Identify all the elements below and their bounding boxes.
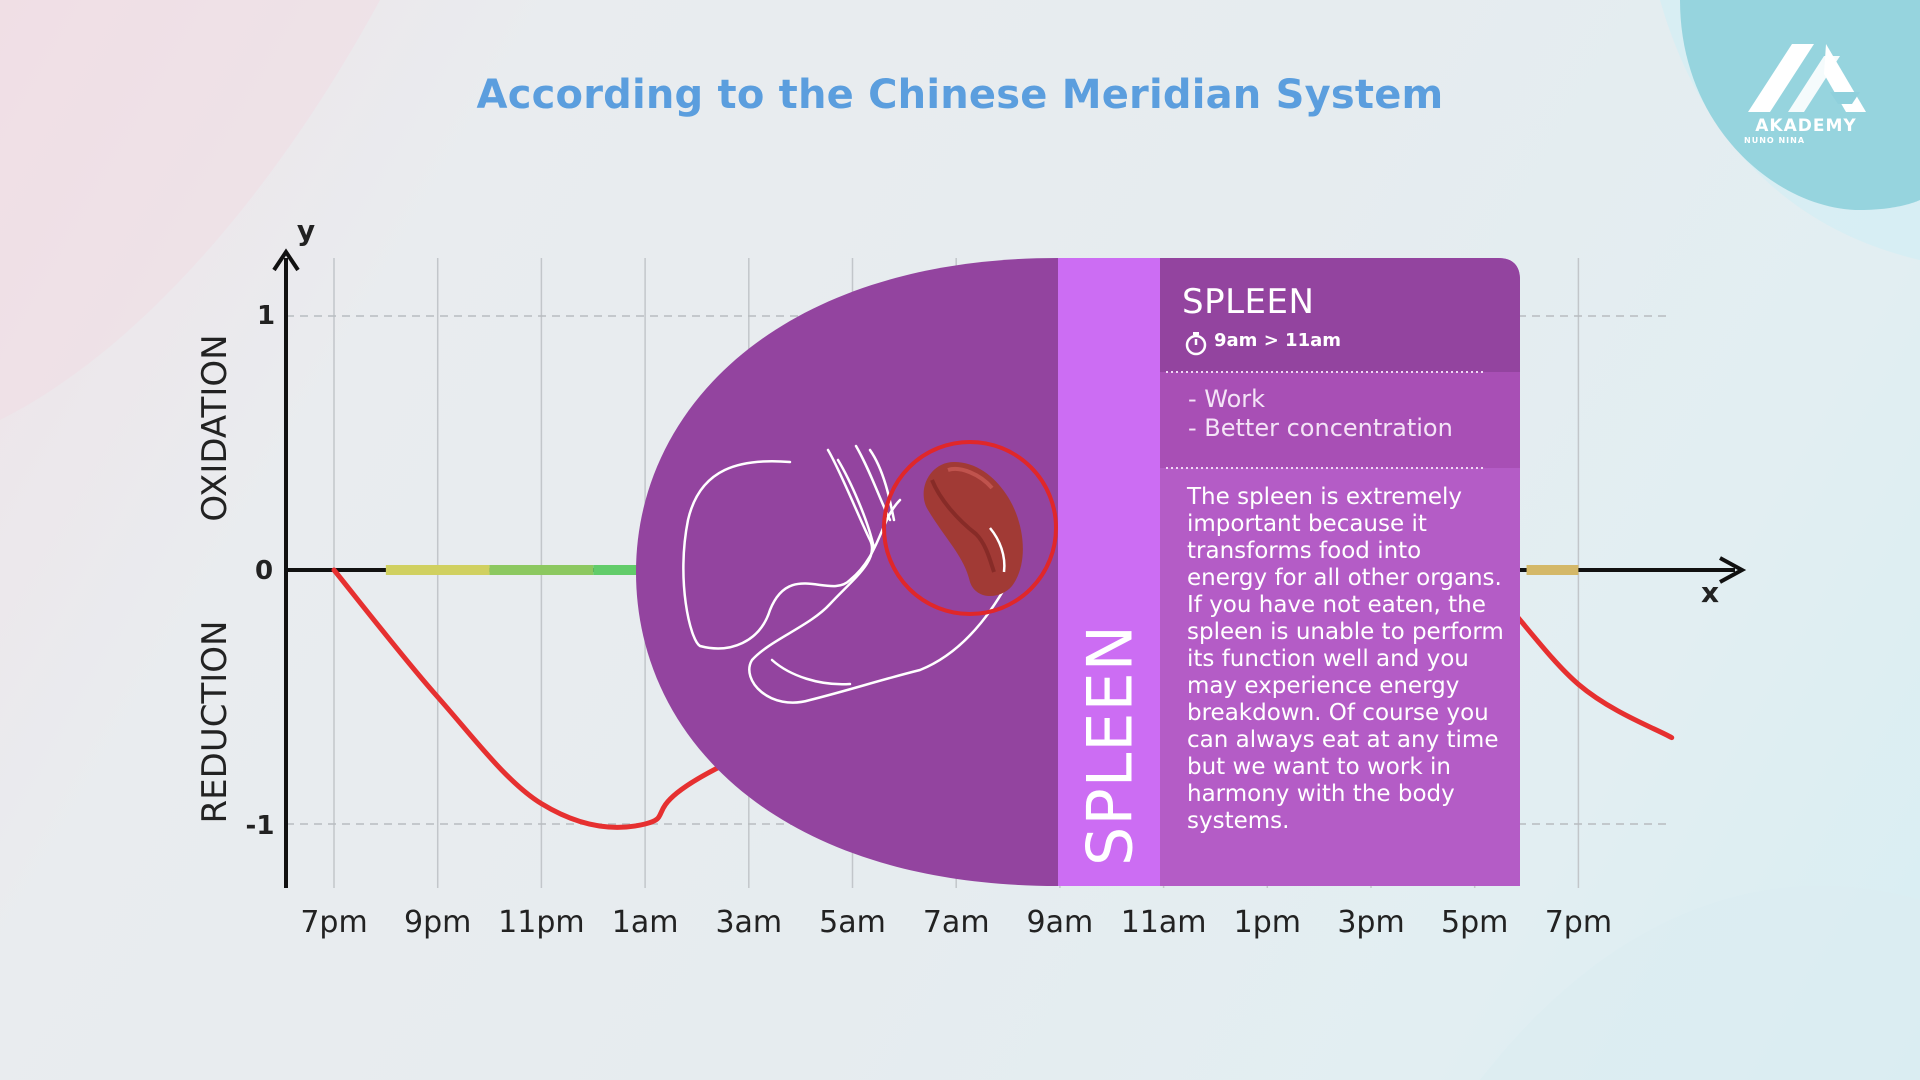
x-tick-label: 9pm [404, 905, 471, 940]
x-tick-label: 3pm [1337, 905, 1404, 940]
page-title: According to the Chinese Meridian System [476, 72, 1444, 118]
bullet-item: - Work [1188, 385, 1266, 413]
y-tick-1: 1 [257, 301, 275, 331]
x-tick-label: 9am [1027, 905, 1094, 940]
logo-subtitle: NUNO NINA [1744, 136, 1806, 145]
y-tick-neg1: -1 [246, 811, 275, 841]
x-axis-arrow [1719, 556, 1747, 584]
akademy-logo: AKADEMY NUNO NINA [1740, 40, 1872, 150]
x-tick-label: 7pm [1545, 905, 1612, 940]
x-tick-label: 11am [1121, 905, 1207, 940]
y-label-reduction: REDUCTION [195, 621, 235, 824]
x-axis-symbol: x [1701, 576, 1719, 609]
info-panel-bullets-band [1160, 372, 1520, 468]
akademy-logo-icon [1748, 44, 1866, 112]
logo-name: AKADEMY [1755, 116, 1857, 136]
y-tick-0: 0 [255, 556, 273, 586]
organ-description: The spleen is extremely important becaus… [1187, 484, 1504, 834]
x-tick-label: 7pm [300, 905, 367, 940]
y-label-oxidation: OXIDATION [195, 334, 235, 521]
organ-strip [1058, 258, 1160, 886]
spleen-organ-icon [923, 462, 1023, 597]
y-axis-arrow [272, 248, 300, 272]
x-tick-label: 1pm [1234, 905, 1301, 940]
x-tick-label: 7am [923, 905, 990, 940]
stomach-spleen-illustration [682, 444, 1022, 704]
highlight-half-circle [636, 258, 1058, 886]
x-tick-label: 5am [819, 905, 886, 940]
organ-title: SPLEEN [1182, 282, 1315, 322]
organ-time-label: 9am > 11am [1214, 330, 1341, 351]
x-tick-label: 11pm [498, 905, 584, 940]
y-axis-symbol: y [297, 214, 315, 247]
x-tick-label: 1am [612, 905, 679, 940]
stopwatch-icon [1185, 332, 1207, 356]
bullet-item: - Better concentration [1188, 414, 1453, 442]
x-tick-label: 3am [715, 905, 782, 940]
x-tick-label: 5pm [1441, 905, 1508, 940]
x-tick-labels: 7pm 9pm 11pm 1am 3am 5am 7am 9am 11am 1pm 3pm 5pm 7p… [300, 905, 1612, 940]
organ-time: 9am > 11am [1186, 330, 1341, 351]
spleen-highlight-ring [882, 440, 1058, 616]
organ-bullets: - Work - Better concentration [1188, 385, 1453, 443]
organ-vertical-text: SPLEEN [1073, 623, 1147, 867]
info-panel-header [1160, 258, 1520, 372]
